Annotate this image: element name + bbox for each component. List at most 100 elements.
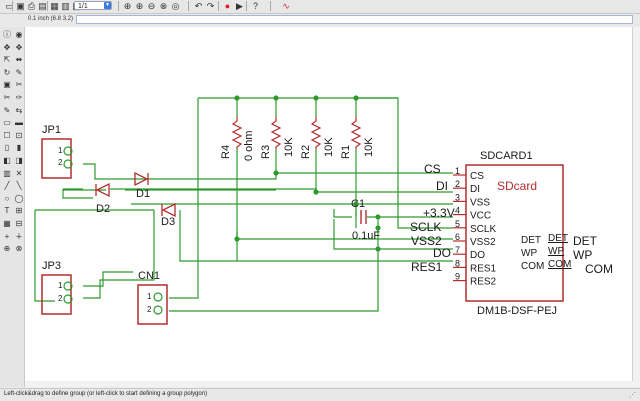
r4-label: R4 <box>220 145 232 159</box>
sdcard-part-name: SDcard <box>497 179 537 193</box>
redo-icon[interactable]: ↷ <box>206 1 215 11</box>
net-label: SCLK <box>410 220 441 234</box>
left-tool-34-icon[interactable]: ∔ <box>15 231 23 241</box>
command-bar: 0.1 inch (6.8 3.2) <box>0 14 640 26</box>
go-icon[interactable]: ▶ <box>236 1 243 11</box>
zoom-in-icon[interactable]: ⊕ <box>135 1 144 11</box>
net-label: CS <box>424 162 441 176</box>
horizontal-scrollbar[interactable] <box>25 381 633 387</box>
toolbar-separator <box>246 1 247 11</box>
zoom-fit-icon[interactable]: ⊕ <box>123 1 132 11</box>
left-tool-20-icon[interactable]: ▮ <box>16 143 22 153</box>
script-icon[interactable]: ▥ <box>61 1 70 11</box>
left-tool-24-icon[interactable]: ✕ <box>15 168 23 178</box>
jp1-connector[interactable]: 1 2 <box>41 138 73 179</box>
design-link-icon[interactable]: ∿ <box>282 1 290 11</box>
help-icon[interactable]: ? <box>252 1 258 11</box>
diode-d3[interactable] <box>161 202 176 218</box>
resistors[interactable] <box>231 117 362 149</box>
coordinate-display: 0.1 inch (6.8 3.2) <box>28 16 74 22</box>
cn1-label: CN1 <box>138 270 160 282</box>
r3-value: 10K <box>283 137 295 157</box>
sdcard-pin-name: RES2 <box>470 277 497 288</box>
left-tool-28-icon[interactable]: ◯ <box>14 193 24 203</box>
print-icon[interactable]: ⎙ <box>27 1 36 11</box>
r4-value: 0 ohm <box>243 130 255 161</box>
left-tool-11-icon[interactable]: ✂ <box>3 93 11 102</box>
sdcard-pin-number: 1 <box>455 166 460 176</box>
grid-combo[interactable]: 1/1 ▼ <box>74 1 112 10</box>
right-net-label: DET <box>573 234 598 248</box>
sdcard-pin-number: 2 <box>455 179 460 189</box>
schematic-drawing[interactable]: 1 2 JP1 1 2 JP3 1 2 CN1 D1 <box>25 27 633 387</box>
command-input[interactable] <box>76 15 633 24</box>
undo-icon[interactable]: ↶ <box>194 1 203 11</box>
left-tool-8-icon[interactable]: ✎ <box>15 67 23 77</box>
left-tool-23-icon[interactable]: ▥ <box>3 168 11 178</box>
open-icon[interactable]: ▭ <box>5 1 14 11</box>
resize-grip-icon[interactable]: ⋰ <box>629 392 636 399</box>
zoom-out-icon[interactable]: ⊖ <box>147 1 156 11</box>
sdcard-right-pin-stub: WP <box>548 246 564 257</box>
left-tool-13-icon[interactable]: ✎ <box>3 105 11 115</box>
left-tool-19-icon[interactable]: ▯ <box>4 143 10 153</box>
vertical-scrollbar[interactable] <box>632 27 640 387</box>
left-tool-6-icon[interactable]: ⬌ <box>15 55 23 65</box>
resistor-r4 <box>231 117 243 149</box>
redraw-icon[interactable]: ◎ <box>171 1 180 11</box>
left-tool-14-icon[interactable]: ⇆ <box>15 105 23 115</box>
left-tool-33-icon[interactable]: + <box>4 231 10 241</box>
c1-value: 0.1uF <box>352 230 380 242</box>
jp1-label: JP1 <box>42 124 61 136</box>
net-label: RES1 <box>411 260 443 274</box>
capacitor-c1[interactable] <box>360 210 367 224</box>
left-tool-32-icon[interactable]: ⊟ <box>15 219 23 228</box>
left-tool-9-icon[interactable]: ▣ <box>3 80 11 90</box>
left-tool-2-icon[interactable]: ◉ <box>15 30 23 39</box>
left-tool-29-icon[interactable]: T <box>4 206 10 216</box>
jp1-pin2-label: 2 <box>58 158 63 167</box>
sdcard-title: SDCARD1 <box>480 150 533 162</box>
left-tool-5-icon[interactable]: ⇱ <box>3 55 11 65</box>
zoom-select-icon[interactable]: ⊗ <box>159 1 168 11</box>
left-tool-30-icon[interactable]: ⊞ <box>15 206 23 216</box>
sdcard-part[interactable] <box>453 164 564 302</box>
board-icon[interactable]: ▦ <box>50 1 59 11</box>
left-tool-25-icon[interactable]: ╱ <box>4 181 10 191</box>
left-tool-15-icon[interactable]: ▭ <box>3 118 11 128</box>
left-tool-10-icon[interactable]: ✂ <box>15 80 23 90</box>
left-tool-35-icon[interactable]: ⊕ <box>3 244 11 254</box>
jp3-connector[interactable]: 1 2 <box>41 274 73 315</box>
cam-icon[interactable]: ▤ <box>38 1 47 11</box>
status-bar: Left-click&drag to define group (or left… <box>0 388 640 401</box>
left-tool-7-icon[interactable]: ↻ <box>3 67 11 77</box>
left-tool-12-icon[interactable]: ✑ <box>15 93 23 102</box>
left-tool-17-icon[interactable]: ☐ <box>3 130 11 140</box>
left-tool-27-icon[interactable]: ○ <box>4 193 10 203</box>
save-icon[interactable]: ▣ <box>16 1 25 11</box>
left-tool-18-icon[interactable]: ⊡ <box>15 130 23 140</box>
toolbar-separator <box>218 1 219 11</box>
left-tool-36-icon[interactable]: ⊗ <box>15 244 23 254</box>
sdcard-pin-name: SCLK <box>470 224 496 235</box>
left-tool-26-icon[interactable]: ╲ <box>16 181 22 191</box>
schematic-canvas[interactable]: 1 2 JP1 1 2 JP3 1 2 CN1 D1 <box>25 27 633 387</box>
sdcard-pin-number: 5 <box>455 219 460 229</box>
sdcard-pin-name: VSS <box>470 197 490 208</box>
left-tool-22-icon[interactable]: ◨ <box>15 156 23 165</box>
r1-value: 10K <box>363 137 375 157</box>
left-tool-31-icon[interactable]: ▦ <box>3 219 11 228</box>
diode-d1[interactable] <box>134 171 149 187</box>
junctions <box>234 95 381 252</box>
left-tool-3-icon[interactable]: ✥ <box>3 42 11 52</box>
sdcard-pin-name: CS <box>470 171 484 182</box>
diode-d2[interactable] <box>95 182 110 198</box>
cn1-connector[interactable]: 1 2 <box>137 284 168 325</box>
jp1-pin1-label: 1 <box>58 146 63 155</box>
left-tool-16-icon[interactable]: ▬ <box>15 118 23 128</box>
sdcard-pin-name: VCC <box>470 211 491 222</box>
left-tool-1-icon[interactable]: ⓘ <box>3 30 11 39</box>
stop-icon[interactable]: ● <box>224 1 231 11</box>
left-tool-21-icon[interactable]: ◧ <box>3 156 11 165</box>
left-tool-4-icon[interactable]: ✥ <box>15 42 23 52</box>
